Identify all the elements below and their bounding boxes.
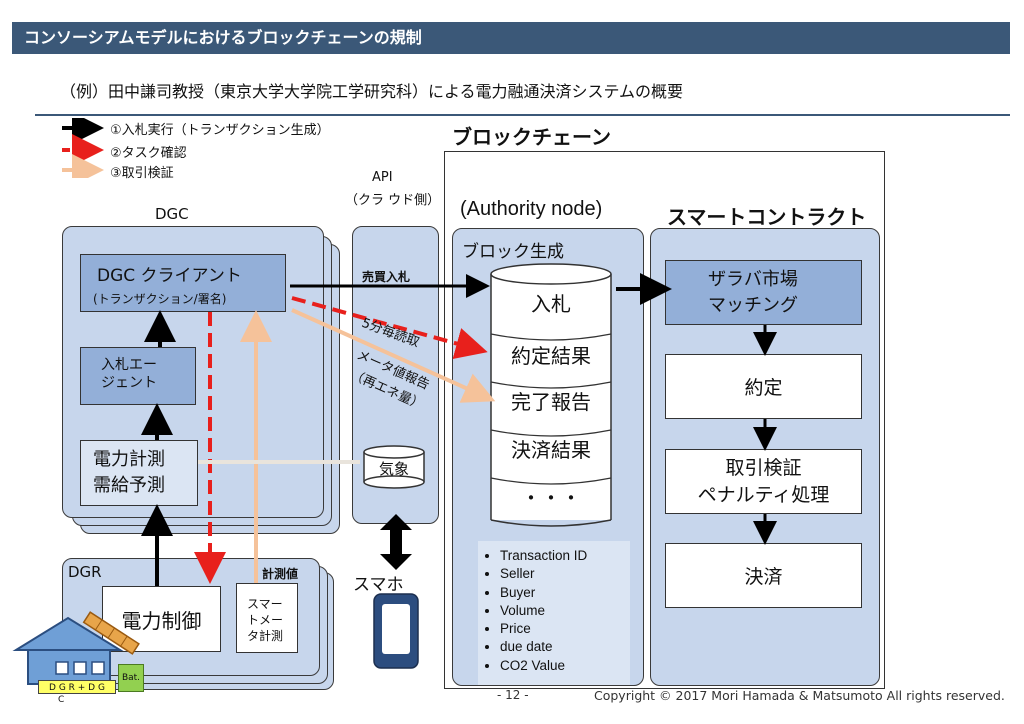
- arrow-read-every-5min: [291, 296, 488, 360]
- block-ellipsis: ・・・: [521, 485, 581, 510]
- tx-fields-box: Transaction ID Seller Buyer Volume Price…: [478, 541, 630, 685]
- smart-meter-box: スマー トメー タ計測: [236, 583, 298, 653]
- weather-label: 気象: [378, 459, 409, 478]
- smart-meter-line3: タ計測: [247, 629, 284, 643]
- settlement-box: 決済: [665, 543, 862, 608]
- house-tag-2: C: [58, 695, 65, 705]
- legend-item-confirm: ②タスク確認: [110, 146, 187, 161]
- tx-field: CO2 Value: [500, 657, 630, 675]
- smartphone-label: スマホ: [353, 575, 404, 595]
- legend-item-verify: ③取引検証: [110, 166, 174, 181]
- page-number: - 12 -: [497, 688, 529, 702]
- dgc-client-box: DGC クライアント (トランザクション/署名): [80, 254, 286, 312]
- matching-line2: マッチング: [708, 295, 798, 316]
- block-settlement-result: 決済結果: [511, 437, 591, 462]
- tx-field: Seller: [500, 565, 630, 583]
- authority-node-label: (Authority node): [460, 198, 603, 220]
- power-measure-box: 電力計測 需給予測: [80, 440, 198, 506]
- bid-label: 売買入札: [362, 270, 411, 284]
- house-icon: [12, 611, 140, 685]
- api-label: API: [372, 170, 393, 185]
- copyright: Copyright © 2017 Mori Hamada & Matsumoto…: [594, 688, 1005, 703]
- subtitle: （例）田中謙司教授（東京大学大学院工学研究科）による電力融通決済システムの概要: [60, 82, 684, 101]
- dgc-client-subtitle: (トランザクション/署名): [93, 292, 227, 306]
- matching-line1: ザラバ市場: [708, 269, 798, 290]
- block-stack-cylinder: [490, 263, 612, 527]
- block-completion-report: 完了報告: [511, 389, 591, 414]
- bidding-agent-line1: 入札エー: [101, 357, 157, 373]
- dgc-label: DGC: [155, 205, 189, 223]
- divider-rule: [35, 114, 1010, 116]
- verify-penalty-line1: 取引検証: [725, 457, 802, 479]
- dgr-label: DGR: [68, 563, 102, 581]
- smart-contract-title: スマートコントラクト: [667, 205, 867, 229]
- block-gen-label: ブロック生成: [462, 242, 564, 262]
- weather-cylinder-icon: [363, 445, 425, 489]
- tx-field: Buyer: [500, 584, 630, 602]
- smart-meter-line1: スマー: [247, 597, 283, 611]
- tx-field: Price: [500, 620, 630, 638]
- meter-value-label: 計測値: [262, 567, 299, 581]
- bidding-agent-box: 入札エー ジェント: [80, 347, 196, 405]
- tx-field: Volume: [500, 602, 630, 620]
- smartphone-icon: [373, 593, 419, 669]
- header-bar: コンソーシアムモデルにおけるブロックチェーンの規制: [12, 22, 1010, 54]
- header-title: コンソーシアムモデルにおけるブロックチェーンの規制: [24, 28, 422, 47]
- arrow-meter-report: [291, 308, 496, 403]
- legend-arrows: [62, 118, 104, 178]
- api-cloud-label: （クラ ウド側）: [345, 193, 441, 208]
- verify-penalty-line2: ペナルティ処理: [697, 484, 830, 506]
- dgc-client-title: DGC クライアント: [97, 266, 242, 286]
- battery-icon: Bat.: [118, 664, 144, 692]
- house-tag: D G R + D G: [38, 680, 116, 694]
- power-measure-line2: 需給予測: [93, 475, 165, 496]
- matching-box: ザラバ市場 マッチング: [665, 260, 862, 325]
- legend-item-execute: ①入札実行（トランザクション生成）: [110, 123, 330, 138]
- tx-fields-list: Transaction ID Seller Buyer Volume Price…: [486, 547, 630, 675]
- smart-meter-line2: トメー: [247, 613, 284, 627]
- block-bid: 入札: [531, 291, 571, 316]
- power-measure-line1: 電力計測: [93, 449, 165, 470]
- tx-field: due date: [500, 638, 630, 656]
- contract-box: 約定: [665, 354, 862, 419]
- blockchain-title: ブロックチェーン: [452, 125, 611, 149]
- block-contract-result: 約定結果: [511, 343, 591, 368]
- tx-field: Transaction ID: [500, 547, 630, 565]
- sync-double-arrow: [380, 514, 412, 570]
- bidding-agent-line2: ジェント: [101, 375, 157, 391]
